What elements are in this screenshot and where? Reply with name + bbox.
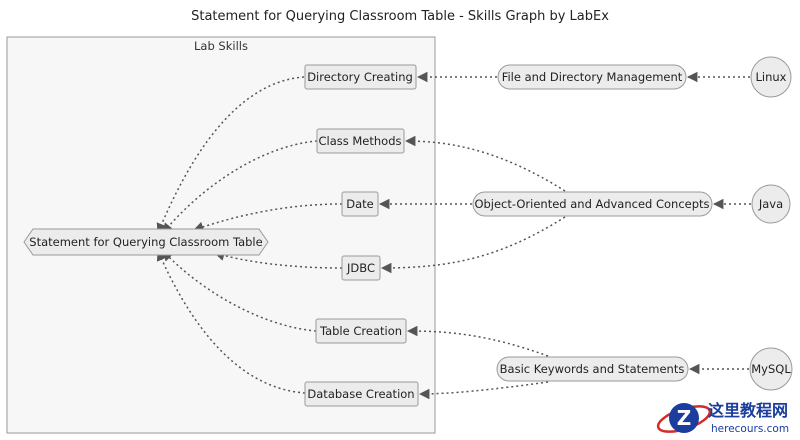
class-methods-box (316, 128, 405, 154)
node-java[interactable]: Java (751, 184, 791, 224)
table-creation-box (315, 318, 407, 344)
date-box (341, 191, 379, 217)
date-label: Date (346, 197, 374, 211)
root-hexagon (23, 228, 269, 256)
cluster-label: Lab Skills (194, 39, 248, 53)
oop-concepts-label: Object-Oriented and Advanced Concepts (474, 197, 709, 211)
edge-classmethods-to-root (162, 140, 318, 234)
node-table-creation[interactable]: Table Creation (315, 318, 407, 344)
edge-date-to-root (193, 203, 343, 232)
mysql-label: MySQL (751, 362, 791, 376)
edge-oop-to-jdbc (380, 216, 566, 274)
file-dir-management-box (497, 64, 687, 90)
watermark-logo-glyph: Z (677, 406, 692, 430)
java-circle (751, 184, 791, 224)
watermark-logo-icon: Z (656, 403, 712, 433)
watermark: Z 这里教程网 herecours.com (656, 401, 789, 435)
node-database-creation[interactable]: Database Creation (304, 381, 419, 407)
node-oop-concepts[interactable]: Object-Oriented and Advanced Concepts (472, 191, 713, 217)
node-linux[interactable]: Linux (750, 56, 792, 98)
node-directory-creating[interactable]: Directory Creating (304, 64, 417, 90)
root-label: Statement for Querying Classroom Table (29, 235, 262, 249)
edge-directory-to-root (156, 76, 305, 234)
edge-basic-to-dbcreation (418, 381, 549, 400)
linux-label: Linux (756, 70, 787, 84)
linux-circle (750, 56, 792, 98)
node-class-methods[interactable]: Class Methods (316, 128, 405, 154)
oop-concepts-box (472, 191, 713, 217)
node-date[interactable]: Date (341, 191, 379, 217)
edge-jdbc-to-root (213, 250, 343, 269)
watermark-text-url: herecours.com (711, 423, 789, 435)
jdbc-box (341, 255, 381, 281)
mysql-circle (749, 347, 793, 391)
database-creation-label: Database Creation (307, 387, 414, 401)
edges (156, 71, 751, 400)
node-file-dir-management[interactable]: File and Directory Management (497, 64, 687, 90)
java-label: Java (758, 197, 783, 211)
class-methods-label: Class Methods (318, 134, 401, 148)
basic-keywords-label: Basic Keywords and Statements (500, 362, 685, 376)
jdbc-label: JDBC (346, 261, 375, 275)
file-dir-management-label: File and Directory Management (502, 70, 683, 84)
directory-creating-box (304, 64, 417, 90)
node-basic-keywords[interactable]: Basic Keywords and Statements (496, 356, 689, 382)
graph-title: Statement for Querying Classroom Table -… (191, 9, 609, 24)
node-root[interactable]: Statement for Querying Classroom Table (23, 228, 269, 256)
table-creation-label: Table Creation (319, 324, 402, 338)
basic-keywords-box (496, 356, 689, 382)
edge-tablecreation-to-root (162, 250, 317, 332)
node-mysql[interactable]: MySQL (749, 347, 793, 391)
edge-oop-to-classmethods (404, 135, 566, 192)
watermark-text-cn: 这里教程网 (708, 401, 788, 420)
edge-dbcreation-to-root (156, 250, 306, 394)
directory-creating-label: Directory Creating (307, 70, 413, 84)
node-jdbc[interactable]: JDBC (341, 255, 381, 281)
database-creation-box (304, 381, 419, 407)
